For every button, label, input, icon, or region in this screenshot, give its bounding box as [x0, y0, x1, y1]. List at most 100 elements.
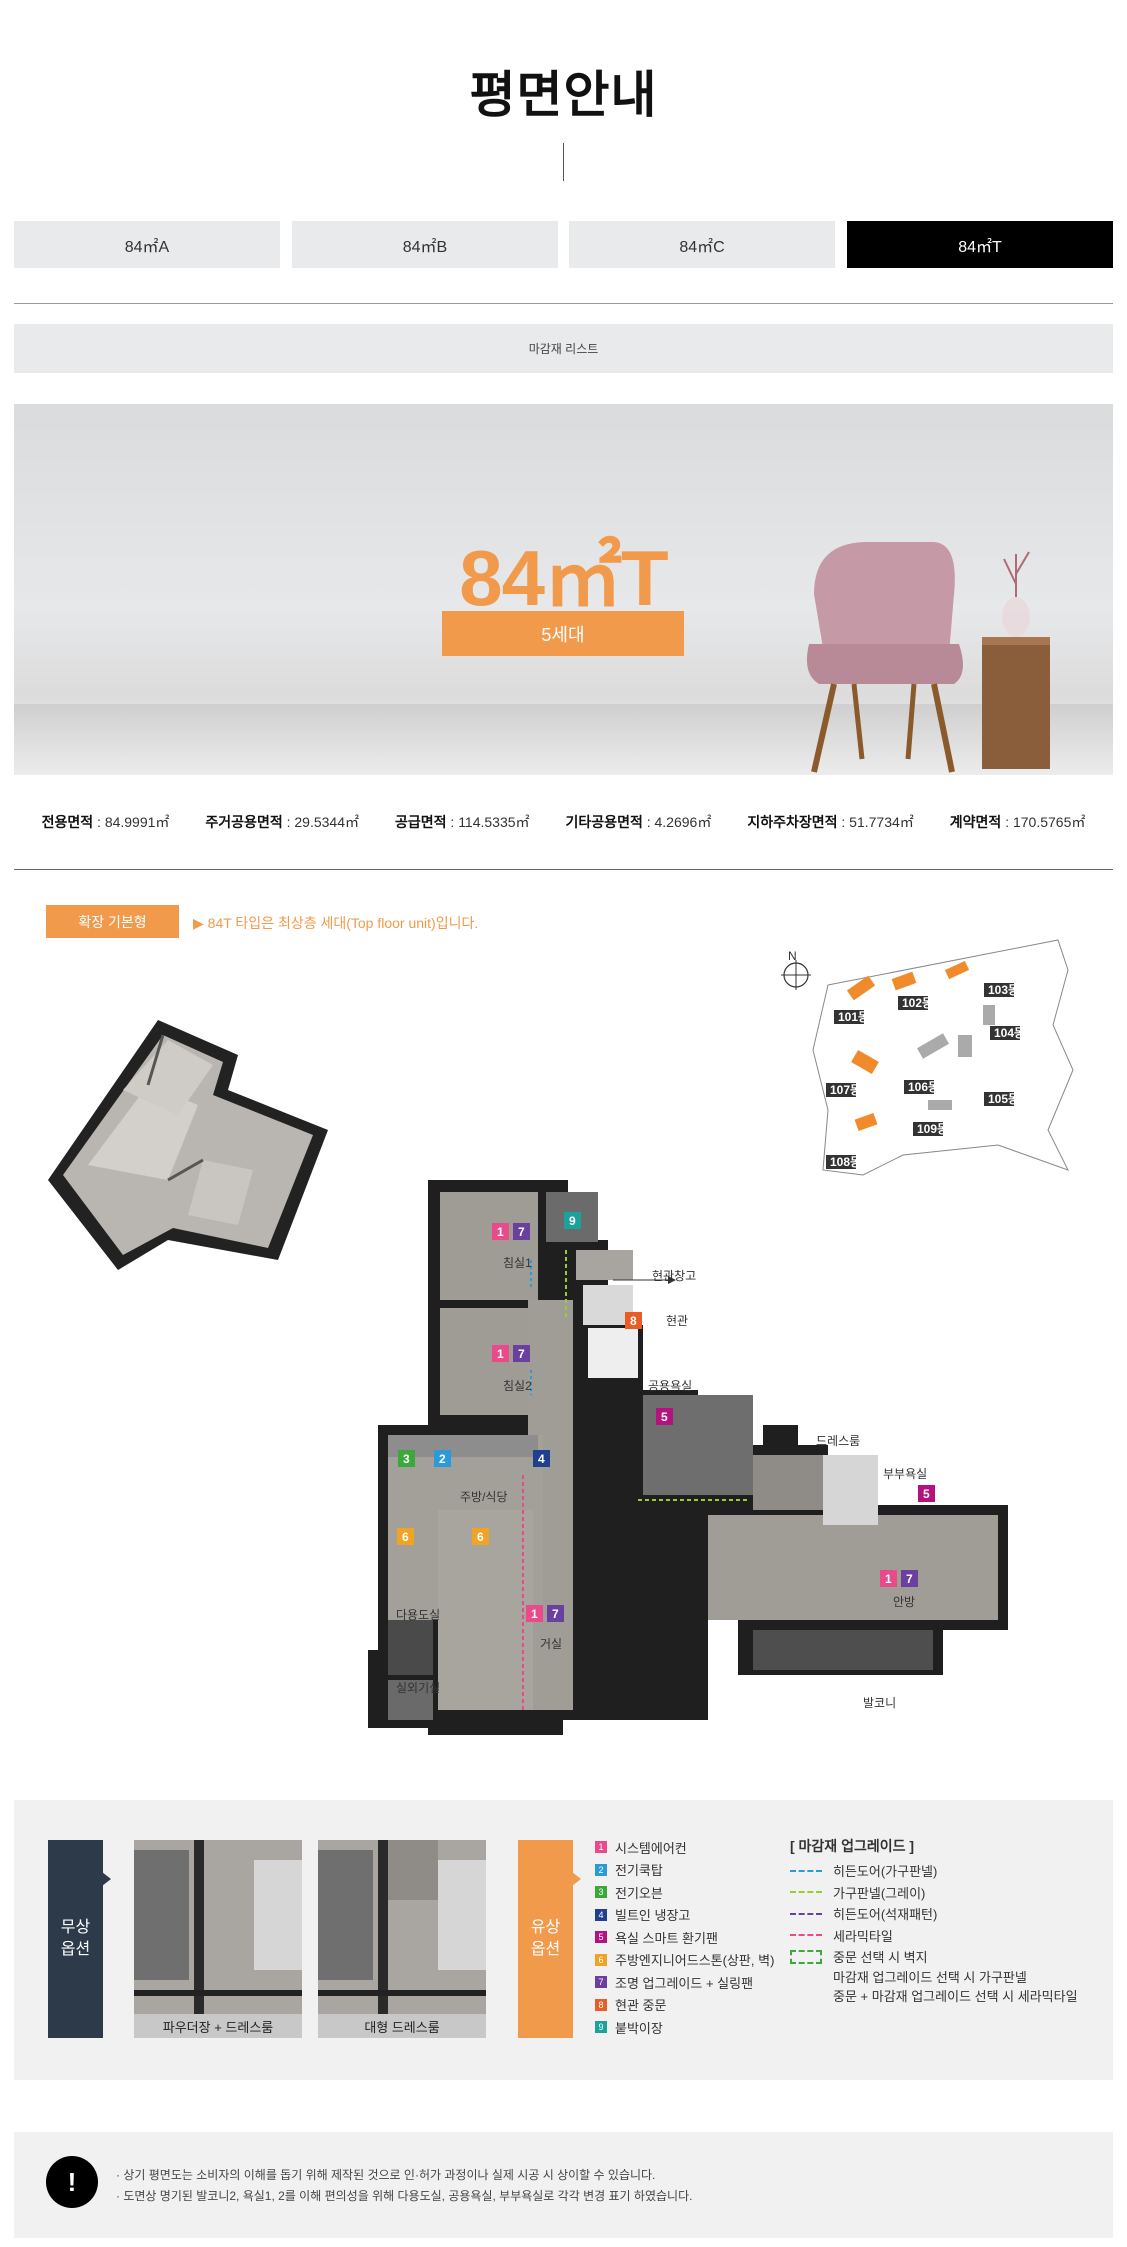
svg-text:4: 4: [538, 1452, 545, 1466]
hero-banner: 84㎡T 5세대: [14, 404, 1113, 775]
room-label: 부부욕실: [883, 1467, 927, 1481]
upgrade-item: 히든도어(석재패턴): [833, 1907, 938, 1923]
finish-list-button[interactable]: 마감재 리스트: [14, 324, 1113, 373]
finish-upgrade-legend: [ 마감재 업그레이드 ] 히든도어(가구판넬) 가구판넬(그레이) 히든도어(…: [790, 1836, 1090, 2006]
building-label: 103동: [988, 983, 1019, 997]
room-label: 발코니: [863, 1696, 896, 1710]
building-label: 106동: [908, 1080, 939, 1094]
divider: [14, 869, 1113, 870]
area-label: 공급면적: [394, 814, 447, 830]
expansion-badge: 확장 기본형: [46, 905, 179, 938]
area-summary: 전용면적 : 84.9991㎡ 주거공용면적 : 29.5344㎡ 공급면적 :…: [41, 814, 1086, 830]
area-value: 84.9991㎡: [104, 814, 170, 830]
free-options-arrow: [102, 1872, 111, 1886]
door-note: 중문 + 마감재 업그레이드 선택 시 세라믹타일: [833, 1988, 1078, 2004]
title-divider: [563, 143, 564, 181]
free-option-caption: 파우더장 + 드레스룸: [134, 2014, 302, 2038]
room-label: 드레스룸: [816, 1434, 860, 1448]
svg-text:2: 2: [439, 1452, 446, 1466]
door-note: 마감재 업그레이드 선택 시 가구판넬: [833, 1969, 1027, 1985]
area-value: 29.5344㎡: [294, 814, 359, 830]
legend-item: 전기오븐: [615, 1885, 663, 1901]
legend-item: 전기쿡탑: [615, 1863, 663, 1879]
tab-84c[interactable]: 84㎡C: [569, 221, 835, 268]
svg-text:6: 6: [477, 1530, 484, 1544]
tab-84b[interactable]: 84㎡B: [292, 221, 558, 268]
chair-illustration: [806, 542, 1050, 773]
room-label: 침실2: [503, 1379, 532, 1393]
svg-text:9: 9: [569, 1214, 576, 1228]
upgrade-heading: [ 마감재 업그레이드 ]: [790, 1838, 915, 1854]
svg-text:5: 5: [661, 1410, 668, 1424]
area-value: 51.7734㎡: [849, 814, 914, 830]
notice-line: · 상기 평면도는 소비자의 이해를 돕기 위해 제작된 것으로 인·허가 과정…: [116, 2168, 656, 2182]
paid-options-label: 유상 옵션: [518, 1840, 573, 2038]
alert-icon: !: [46, 2156, 98, 2208]
divider: [14, 303, 1113, 304]
upgrade-item: 가구판넬(그레이): [833, 1885, 926, 1901]
hero-floor: [14, 704, 1113, 775]
svg-text:5: 5: [923, 1487, 930, 1501]
compass-label: N: [788, 949, 797, 963]
room-label: 현관창고: [652, 1269, 696, 1283]
building-label: 105동: [988, 1092, 1019, 1106]
area-label: 계약면적: [949, 814, 1002, 830]
building-label: 102동: [902, 996, 933, 1010]
svg-text:7: 7: [518, 1347, 525, 1361]
building-label: 107동: [830, 1083, 861, 1097]
site-plan: N 101동 102동 103동 104동 105동 106동 107동 108…: [781, 939, 1074, 1176]
upgrade-item: 히든도어(가구판넬): [833, 1864, 938, 1880]
building-label: 109동: [917, 1122, 948, 1136]
legend-item: 현관 중문: [615, 1998, 667, 2014]
unit-size: 84㎡T: [459, 534, 668, 622]
free-options-label: 무상 옵션: [48, 1840, 103, 2038]
room-label: 거실: [540, 1637, 562, 1651]
svg-text:3: 3: [403, 1452, 410, 1466]
unit-count-badge: 5세대: [442, 611, 684, 656]
svg-text:1: 1: [497, 1225, 504, 1239]
paid-options-arrow: [572, 1872, 581, 1886]
tab-84t[interactable]: 84㎡T: [847, 221, 1113, 268]
area-label: 지하주차장면적: [747, 814, 838, 830]
upgrade-item: 세라믹타일: [833, 1928, 893, 1944]
free-option-thumb[interactable]: 대형 드레스룸: [318, 1840, 486, 2038]
page-title: 평면안내: [469, 67, 658, 123]
legend-item: 욕실 스마트 환기팬: [615, 1930, 718, 1946]
free-option-image: [134, 1840, 302, 2014]
area-label: 기타공용면적: [565, 814, 643, 830]
room-label: 안방: [893, 1595, 915, 1609]
free-option-thumb[interactable]: 파우더장 + 드레스룸: [134, 1840, 302, 2038]
legend-item: 주방엔지니어드스톤(상판, 벽): [615, 1953, 775, 1969]
room-label: 현관: [666, 1314, 688, 1328]
isometric-view: [48, 1020, 328, 1270]
tab-84a[interactable]: 84㎡A: [14, 221, 280, 268]
notice-text: · 상기 평면도는 소비자의 이해를 돕기 위해 제작된 것으로 인·허가 과정…: [116, 2165, 692, 2207]
free-option-image: [318, 1840, 486, 2014]
svg-text:8: 8: [630, 1314, 637, 1328]
legend-item: 조명 업그레이드 + 실링팬: [615, 1975, 754, 1991]
notice-line: · 도면상 명기된 발코니2, 욕실1, 2를 이해 편의성을 위해 다용도실,…: [116, 2189, 693, 2203]
svg-text:1: 1: [497, 1347, 504, 1361]
building-label: 104동: [994, 1026, 1025, 1040]
area-label: 전용면적: [41, 814, 94, 830]
building-label: 101동: [838, 1010, 869, 1024]
svg-text:1: 1: [885, 1572, 892, 1586]
notice-panel: [14, 2132, 1113, 2238]
svg-text:7: 7: [518, 1225, 525, 1239]
area-value: 170.5765㎡: [1012, 814, 1086, 830]
room-label: 공용욕실: [648, 1379, 692, 1393]
svg-text:1: 1: [531, 1607, 538, 1621]
area-label: 주거공용면적: [205, 814, 283, 830]
area-value: 4.2696㎡: [654, 814, 712, 830]
room-label: 침실1: [503, 1256, 532, 1270]
room-label: 주방/식당: [460, 1490, 508, 1504]
room-label: 실외기실: [396, 1681, 440, 1695]
expansion-note: ▶ 84T 타입은 최상층 세대(Top floor unit)입니다.: [193, 915, 479, 931]
door-note: 중문 선택 시 벽지: [833, 1950, 928, 1966]
svg-text:6: 6: [402, 1530, 409, 1544]
building-label: 108동: [830, 1155, 861, 1169]
legend-item: 붙박이장: [615, 2020, 663, 2036]
floor-plan: 1 7 9 1 7 8 5 3 2 4 5 6 6 1 7 1 7 침실1 침실…: [368, 1180, 1008, 1735]
svg-text:7: 7: [552, 1607, 559, 1621]
